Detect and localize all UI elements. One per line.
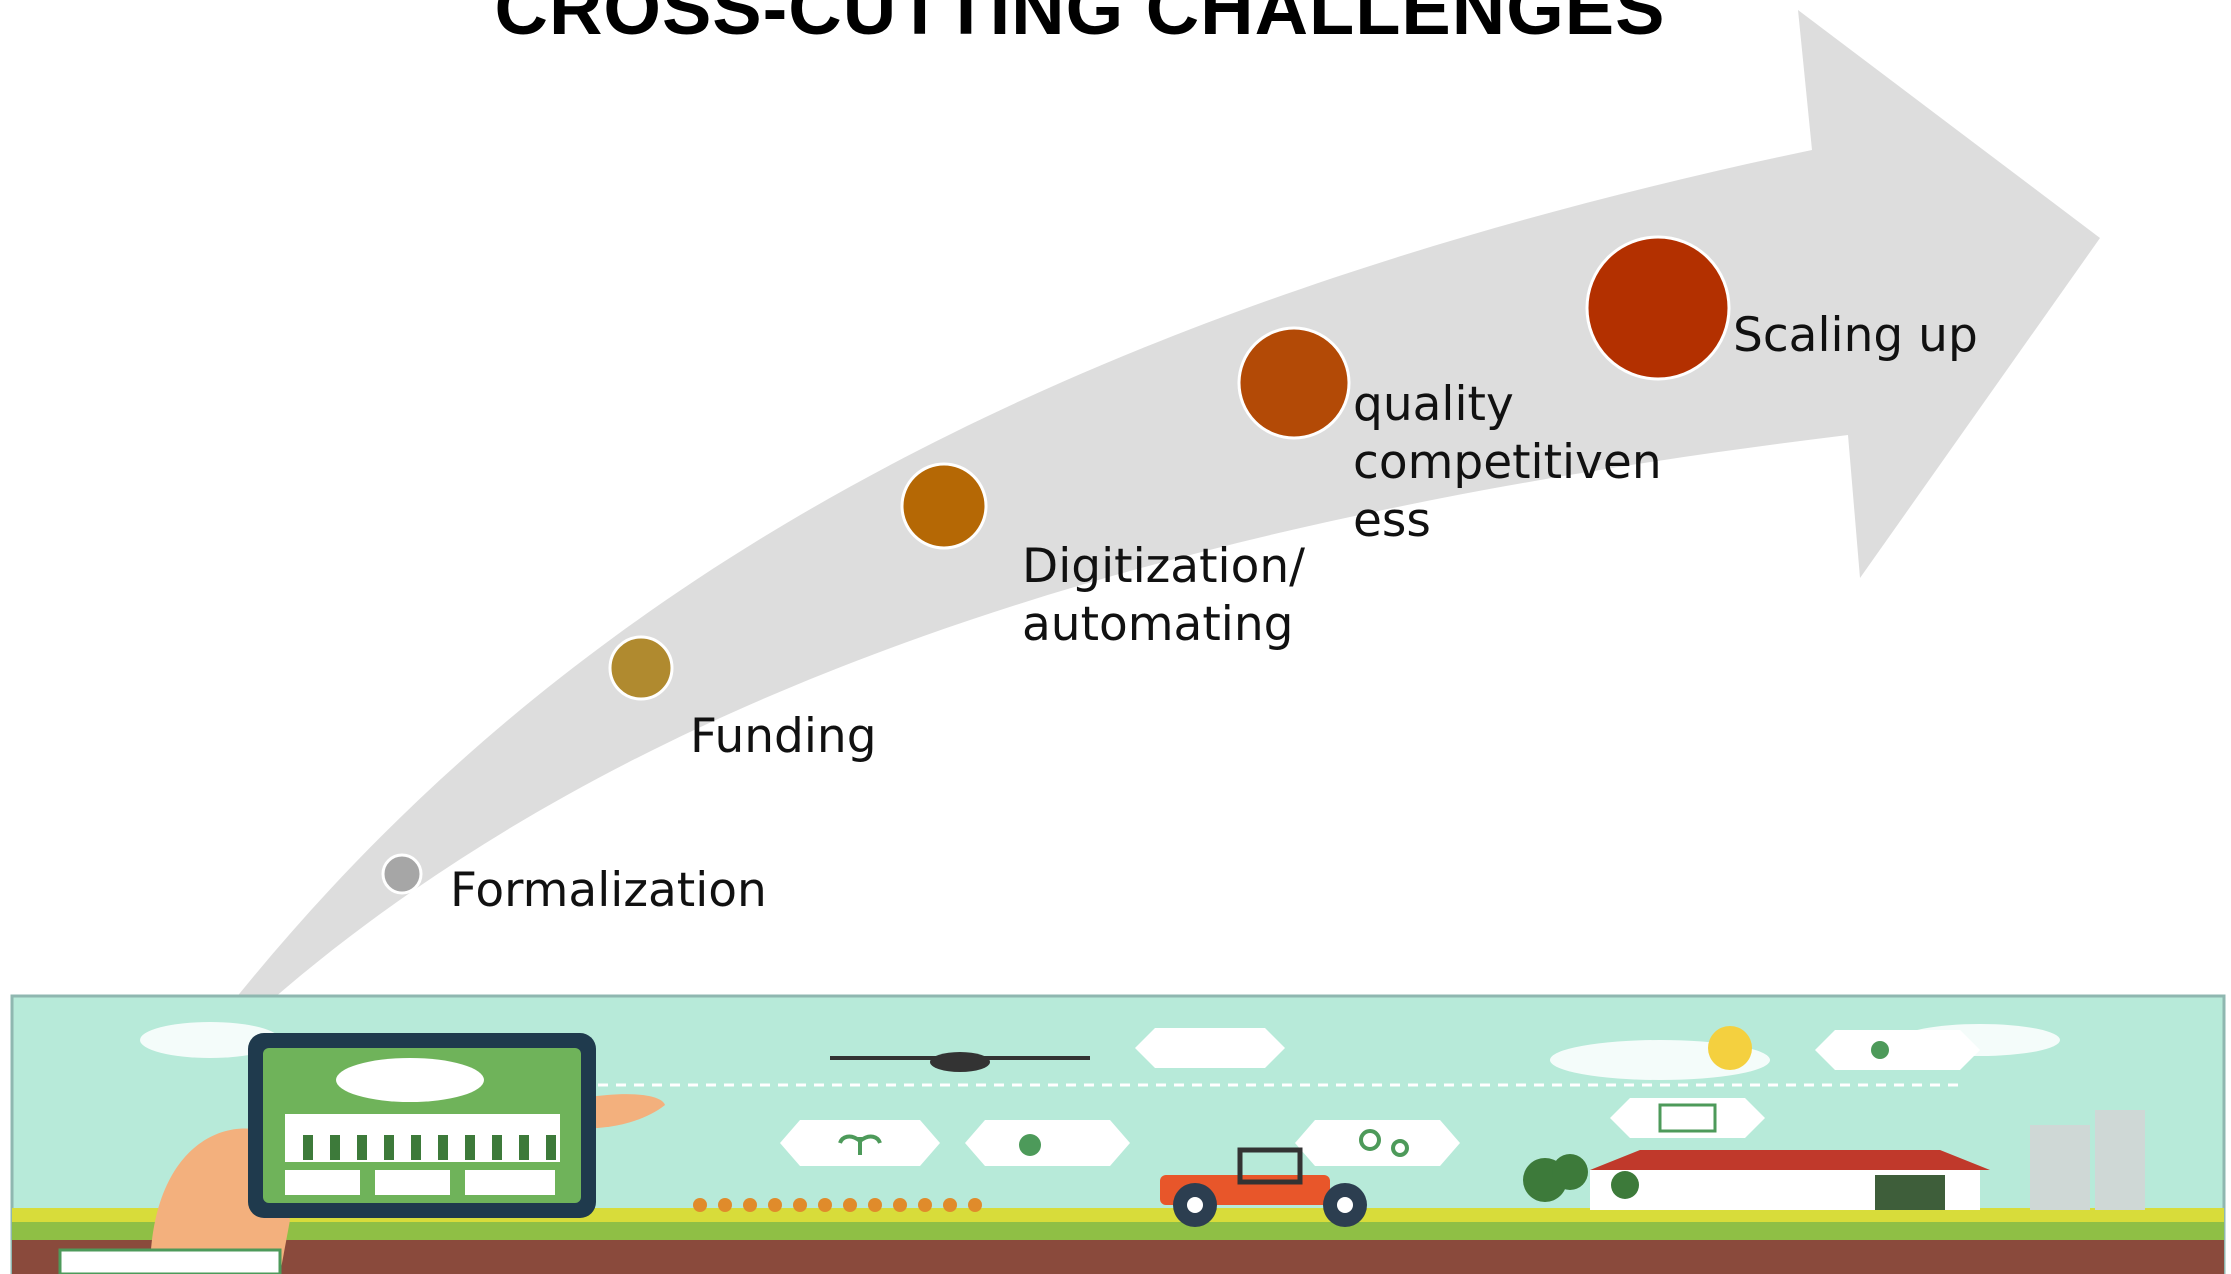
diagram-title: CROSS-CUTTING CHALLENGES [494,0,1666,50]
crop-row-icon [693,1198,982,1212]
gear-icon [1295,1120,1460,1166]
step-label-line: ess [1353,493,1431,548]
step-label-2: Funding [690,708,877,766]
tree-icon [1523,1154,1639,1202]
plant-icon [780,1120,940,1166]
step-marker-2 [608,635,674,701]
step-label-line: Funding [690,709,877,764]
sensor-icon [965,1120,1130,1166]
step-label-line: Scaling up [1733,308,1978,363]
step-label-line: Formalization [450,863,767,918]
sun-icon [1708,1026,1752,1070]
monitor-icon [1610,1098,1765,1138]
steps-layer [381,235,1731,895]
step-marker-5 [1585,235,1731,381]
step-label-3: Digitization/automating [1022,538,1305,654]
farmhouse-icon [1590,1110,2145,1210]
step-label-5: Scaling up [1733,307,1978,365]
weather-icon [1815,1030,1980,1070]
step-marker-1 [381,853,423,895]
step-marker-4 [1237,326,1351,440]
step-label-1: Formalization [450,862,767,920]
step-label-line: Digitization/ [1022,539,1305,594]
step-marker-3 [900,462,988,550]
step-label-line: automating [1022,597,1294,652]
step-label-line: competitiven [1353,435,1662,490]
tablet-icon [248,1033,596,1218]
tractor-icon [1160,1147,1367,1227]
drone-icon [830,1028,1285,1072]
step-label-line: quality [1353,377,1514,432]
smart-farming-illustration [10,994,2226,1274]
